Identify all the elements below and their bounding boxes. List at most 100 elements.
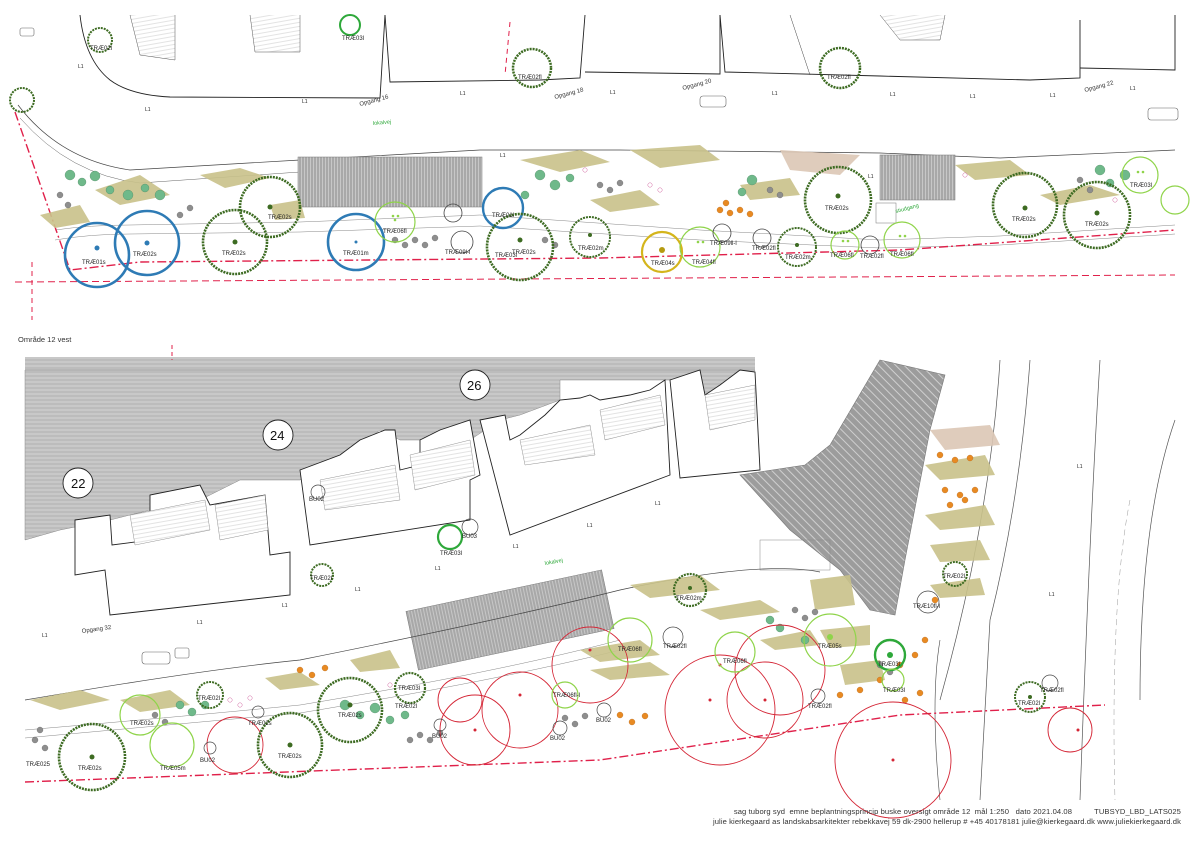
lokalvej-label-top: lokalvej bbox=[373, 119, 392, 127]
svg-text:L1: L1 bbox=[890, 92, 896, 98]
tree-label: TRÆ02s bbox=[1012, 217, 1036, 223]
title-project: sag tuborg syd emne beplantningsprincip … bbox=[733, 807, 1073, 816]
svg-text:L1: L1 bbox=[655, 501, 661, 507]
tree-labels-top: TRÆ02l TRÆ03l TRÆ02fl TRÆ02fl TRÆ01s TRÆ… bbox=[82, 36, 1152, 267]
light-markers-top: L1 L1 L1 L1 L1 L1 L1 L1 L1 L1 L1 L1 bbox=[78, 64, 1136, 180]
tree-label: TRÆ05m bbox=[160, 766, 186, 772]
tree-label: TRÆ09l-l bbox=[445, 250, 470, 256]
tree-label: TRÆ02fl bbox=[860, 254, 884, 260]
tree-label: TRÆ02s bbox=[512, 250, 536, 256]
lokalvej-label-bottom: lokalvej bbox=[544, 558, 563, 567]
svg-text:L1: L1 bbox=[970, 94, 976, 100]
tree-label: TRÆ04fl bbox=[692, 260, 716, 266]
street-label: Opgang 22 bbox=[1084, 80, 1115, 94]
tree-label: TRÆ02fl bbox=[827, 75, 851, 81]
title-line-2: julie kierkegaard as landskabsarkitekter… bbox=[712, 817, 1181, 826]
tree-label: TRÆ06fl bbox=[890, 252, 914, 258]
tree-label: TRÆ03l bbox=[878, 662, 900, 668]
title-block: sag tuborg syd emne beplantningsprincip … bbox=[713, 807, 1181, 827]
area-label: Område 12 vest bbox=[18, 335, 72, 344]
house-number-24: 24 bbox=[270, 428, 284, 443]
street-label: Opgang 18 bbox=[554, 87, 585, 101]
tree-label: TRÆ06fl bbox=[383, 229, 407, 235]
svg-text:L1: L1 bbox=[42, 633, 48, 639]
tree-label: BU02 bbox=[200, 758, 216, 764]
tree-label: TRÆ02s bbox=[278, 754, 302, 760]
tree-label: TRÆ01s bbox=[82, 260, 106, 266]
tree-label: BU03 bbox=[462, 534, 478, 540]
tree-label: TRÆ03l bbox=[440, 551, 462, 557]
tree-label: TRÆ02s bbox=[1085, 222, 1109, 228]
svg-text:L1: L1 bbox=[500, 153, 506, 159]
tree-label: TRÆ01m bbox=[343, 251, 369, 257]
title-line-1: sag tuborg syd emne beplantningsprincip … bbox=[713, 807, 1181, 817]
tree-label: TRÆ10fl-l bbox=[913, 604, 940, 610]
tree-label: TRÆ02l bbox=[198, 696, 220, 702]
tree-label: TRÆ02m bbox=[578, 246, 604, 252]
tree-label: TRÆ06fl bbox=[618, 647, 642, 653]
tree-label: TRÆ02l bbox=[310, 576, 332, 582]
svg-text:L1: L1 bbox=[197, 620, 203, 626]
house-numbers: 22 24 26 bbox=[62, 369, 491, 499]
tree-label: TRÆ02m bbox=[676, 596, 702, 602]
svg-text:L1: L1 bbox=[302, 99, 308, 105]
light-markers-bottom: L1 L1 L1 L1 L1 L1 L1 L1 L1 L1 bbox=[42, 464, 1083, 639]
house-number-26: 26 bbox=[467, 378, 481, 393]
svg-text:L1: L1 bbox=[587, 523, 593, 529]
tree-label: TRÆ025 bbox=[26, 762, 51, 768]
tree-label: TRÆ02s bbox=[222, 251, 246, 257]
street-label: Opgang 16 bbox=[359, 94, 390, 108]
tree-label: TRÆ02fl bbox=[663, 644, 687, 650]
tree-label: TRÆ03l bbox=[495, 253, 517, 259]
tree-label: TRÆ02s bbox=[825, 206, 849, 212]
tree-symbols-top bbox=[9, 14, 1190, 289]
tree-label: TRÆ02fl bbox=[808, 704, 832, 710]
svg-text:L1: L1 bbox=[355, 587, 361, 593]
tree-symbols-bottom bbox=[57, 484, 1059, 792]
tree-label: BU02 bbox=[596, 718, 612, 724]
svg-text:L1: L1 bbox=[78, 64, 84, 70]
tree-label: TRÆ01l bbox=[492, 213, 514, 219]
tree-label: TRÆ06fl-l bbox=[553, 693, 580, 699]
tree-label: TRÆ02l bbox=[90, 46, 112, 52]
tree-label: TRÆ02s bbox=[248, 721, 272, 727]
svg-text:L1: L1 bbox=[1077, 464, 1083, 470]
drawing-code: TUBSYD_LBD_LATS025 bbox=[1094, 807, 1181, 816]
tree-label: TRÆ03l bbox=[342, 36, 364, 42]
tree-label: TRÆ02m bbox=[785, 255, 811, 261]
svg-text:L1: L1 bbox=[435, 566, 441, 572]
tree-label: BU02 bbox=[432, 734, 448, 740]
svg-text:L1: L1 bbox=[1049, 592, 1055, 598]
house-number-22: 22 bbox=[71, 476, 85, 491]
top-plan-section: TRÆ02l TRÆ03l TRÆ02fl TRÆ02fl TRÆ01s TRÆ… bbox=[9, 14, 1190, 320]
svg-text:L1: L1 bbox=[145, 107, 151, 113]
svg-text:L1: L1 bbox=[513, 544, 519, 550]
tree-label: BU02 bbox=[309, 497, 325, 503]
tree-label: TRÆ02l bbox=[943, 574, 965, 580]
tree-label: TRÆ06fl bbox=[723, 659, 747, 665]
stiudgang-label: stiudgang bbox=[895, 203, 920, 215]
tree-label: TRÆ02fl bbox=[1040, 688, 1064, 694]
tree-labels-bottom: BU02 TRÆ03l BU03 TRÆ02l TRÆ02m TRÆ02l TR… bbox=[26, 497, 1064, 772]
tree-label: TRÆ09ll-l bbox=[710, 241, 737, 247]
svg-text:L1: L1 bbox=[460, 91, 466, 97]
street-label: Opgang 20 bbox=[682, 78, 713, 92]
svg-text:L1: L1 bbox=[282, 603, 288, 609]
bottom-plan-section: 22 24 26 bbox=[24, 345, 1176, 819]
tree-label: TRÆ04s bbox=[651, 261, 675, 267]
shrub-clusters-bottom bbox=[31, 451, 979, 752]
tree-label: TRÆ05s bbox=[818, 644, 842, 650]
tree-label: TRÆ02l bbox=[395, 704, 417, 710]
tree-label: TRÆ03l bbox=[398, 686, 420, 692]
tree-label: TRÆ02fl bbox=[752, 246, 776, 252]
tree-label: TRÆ02s bbox=[338, 713, 362, 719]
street-label: Opgang 32 bbox=[81, 625, 112, 635]
existing-trees-red bbox=[206, 624, 1093, 819]
tree-label: TRÆ02fl bbox=[518, 75, 542, 81]
tree-label: TRÆ02s bbox=[133, 252, 157, 258]
tree-label: TRÆ02s bbox=[78, 766, 102, 772]
tree-label: TRÆ02s bbox=[130, 721, 154, 727]
svg-text:L1: L1 bbox=[772, 91, 778, 97]
